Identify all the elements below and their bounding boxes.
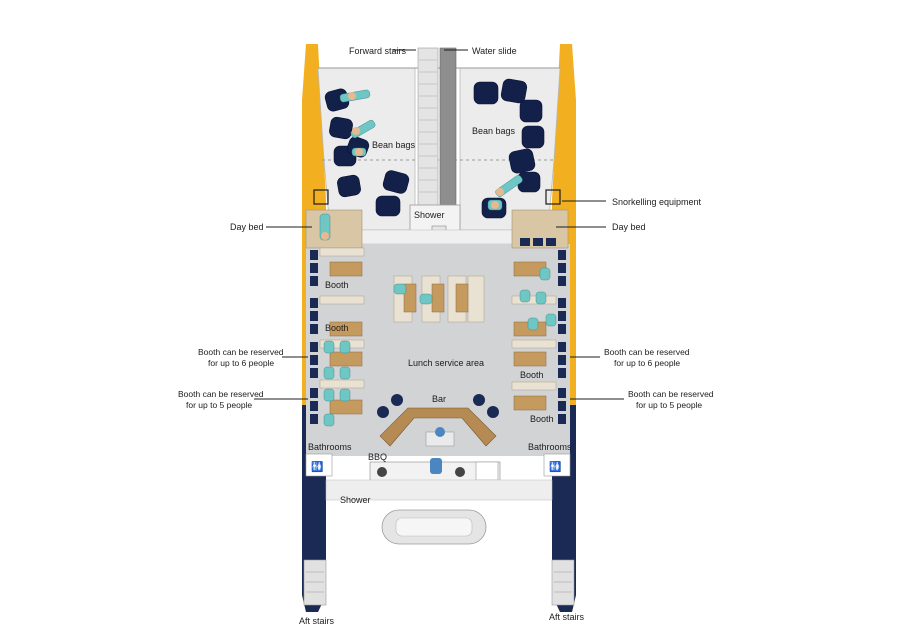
label-booth6-left-1: Booth can be reserved (198, 347, 284, 357)
bar-counter (377, 394, 499, 447)
booth-seats-right (520, 238, 566, 424)
water-slide (439, 47, 457, 229)
aft-deck (325, 479, 553, 501)
person-bean-bag-l1 (339, 89, 371, 103)
label-booth5-left-2: for up to 5 people (186, 400, 252, 410)
label-aft-stairs-right: Aft stairs (549, 612, 585, 622)
booth-people-right (519, 267, 557, 331)
label-booth6-right-1: Booth can be reserved (604, 347, 690, 357)
person-bean-bag-l2 (350, 119, 376, 139)
label-bean-bags-right: Bean bags (472, 126, 516, 136)
label-booth5-left-1: Booth can be reserved (178, 389, 264, 399)
bathroom-left: 🚻 (305, 453, 333, 477)
label-booth6-left-2: for up to 6 people (208, 358, 274, 368)
label-booth5-right-1: Booth can be reserved (628, 389, 714, 399)
bean-bags-left (324, 88, 410, 217)
toilet-icon: 🚻 (549, 460, 561, 473)
person-bean-bag-r1 (495, 175, 523, 197)
person-bean-bag-r2 (487, 199, 503, 211)
snorkel-box-right (545, 189, 561, 205)
label-bathrooms-left: Bathrooms (308, 442, 352, 452)
label-snorkelling: Snorkelling equipment (612, 197, 702, 207)
label-bar: Bar (432, 394, 446, 404)
label-booth-r2: Booth (530, 414, 554, 424)
bbq-grill-icon (377, 467, 387, 477)
bathroom-right: 🚻 (543, 453, 571, 477)
day-bed-left (305, 209, 363, 249)
bbq-galley (369, 458, 501, 483)
snorkel-box-left (313, 189, 329, 205)
label-forward-stairs: Forward stairs (349, 46, 407, 56)
label-shower-top: Shower (414, 210, 445, 220)
person-day-bed-left (319, 213, 331, 241)
lunch-people (393, 283, 433, 305)
bean-bags-right (473, 78, 545, 219)
label-booth6-right-2: for up to 6 people (614, 358, 680, 368)
dinghy-icon (381, 509, 487, 545)
label-booth5-right-2: for up to 5 people (636, 400, 702, 410)
label-day-bed-left: Day bed (230, 222, 264, 232)
label-bean-bags-left: Bean bags (372, 140, 416, 150)
label-booth-l1: Booth (325, 280, 349, 290)
label-booth-l2: Booth (325, 323, 349, 333)
label-water-slide: Water slide (472, 46, 517, 56)
stair-treads (419, 59, 437, 193)
booth-people-left (323, 340, 351, 427)
label-aft-stairs-left: Aft stairs (299, 616, 335, 626)
toilet-icon: 🚻 (311, 460, 323, 473)
label-day-bed-right: Day bed (612, 222, 646, 232)
label-booth-r1: Booth (520, 370, 544, 380)
lunch-tables (393, 275, 485, 323)
person-bean-bag-l3 (351, 147, 367, 157)
label-bbq: BBQ (368, 452, 387, 462)
aft-step-right (551, 559, 575, 606)
label-bathrooms-right: Bathrooms (528, 442, 572, 452)
booth-seats-left (310, 250, 318, 424)
label-shower-aft: Shower (340, 495, 371, 505)
aft-step-left (303, 559, 327, 606)
label-lunch-area: Lunch service area (408, 358, 484, 368)
forward-stairs (417, 47, 439, 229)
